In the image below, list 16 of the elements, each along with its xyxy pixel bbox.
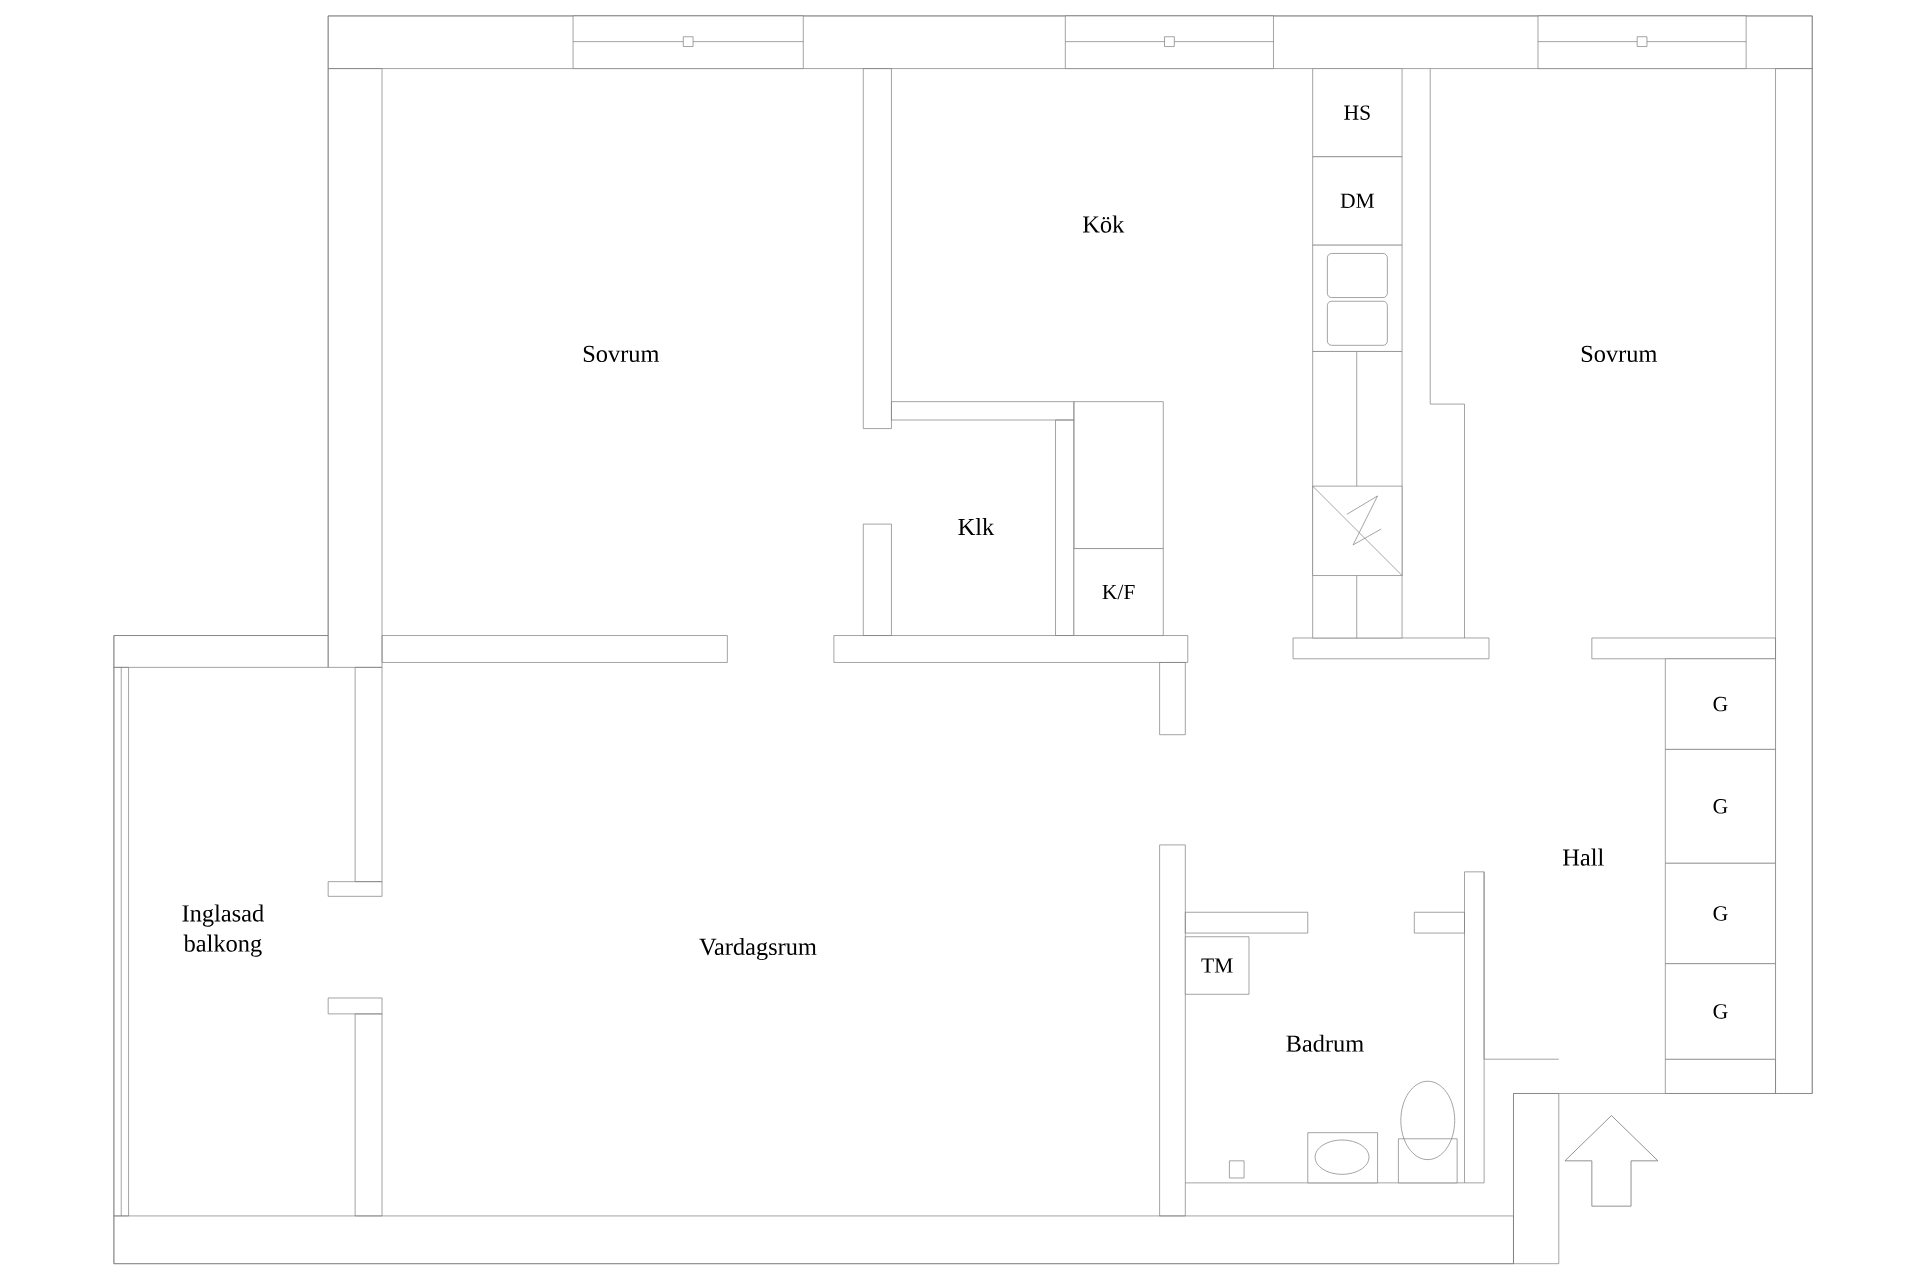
room-label: Klk: [958, 518, 995, 536]
fixture-box: TM: [1184, 936, 1250, 995]
room-label: Vardagsrum: [699, 938, 817, 961]
fixture-box: G: [1664, 963, 1776, 1060]
room-label: Sovrum: [1581, 345, 1657, 363]
fixture-box: G: [1664, 863, 1776, 965]
fixture-box: DM: [1312, 156, 1403, 246]
room-label: Hall: [1563, 848, 1604, 866]
fixture-box: G: [1664, 749, 1776, 864]
fixture-box: HS: [1312, 68, 1403, 158]
room-label: Badrum: [1286, 1034, 1364, 1053]
fixture-box: K/F: [1073, 548, 1164, 637]
room-label: Kök: [1082, 215, 1125, 233]
room-label: Inglasad balkong: [182, 904, 264, 957]
room-label: Sovrum: [583, 345, 660, 363]
fixture-box: G: [1664, 658, 1776, 750]
